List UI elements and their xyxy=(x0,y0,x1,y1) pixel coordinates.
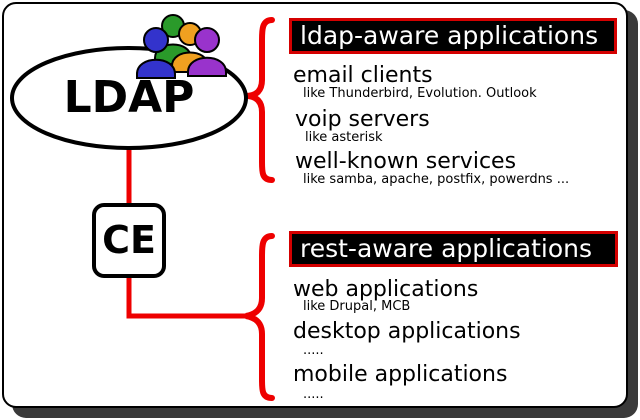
rest-aware-heading: rest-aware applications xyxy=(289,231,618,267)
rest-brace xyxy=(245,233,275,401)
ldap-label: LDAP xyxy=(63,72,195,123)
ce-label: CE xyxy=(102,218,156,262)
group-item-note: ..... xyxy=(303,387,324,402)
group-item-note: like asterisk xyxy=(305,130,383,145)
group-item-title: desktop applications xyxy=(293,319,521,344)
ldap-brace xyxy=(245,17,275,183)
people-group-icon xyxy=(136,14,227,79)
group-item-title: email clients xyxy=(293,63,433,88)
group-item-title: voip servers xyxy=(295,107,430,132)
group-item-note: ..... xyxy=(303,343,324,358)
group-item-note: like samba, apache, postfix, powerdns ..… xyxy=(303,172,570,187)
group-item-note: like Drupal, MCB xyxy=(303,299,411,314)
group-item-title: well-known services xyxy=(295,149,517,174)
ce-rest-connector xyxy=(126,276,246,319)
ce-box xyxy=(92,203,166,278)
group-item-title: web applications xyxy=(293,277,479,302)
group-item-title: mobile applications xyxy=(293,362,508,387)
group-item-note: like Thunderbird, Evolution. Outlook xyxy=(303,86,537,101)
ldap-aware-heading: ldap-aware applications xyxy=(289,18,617,54)
